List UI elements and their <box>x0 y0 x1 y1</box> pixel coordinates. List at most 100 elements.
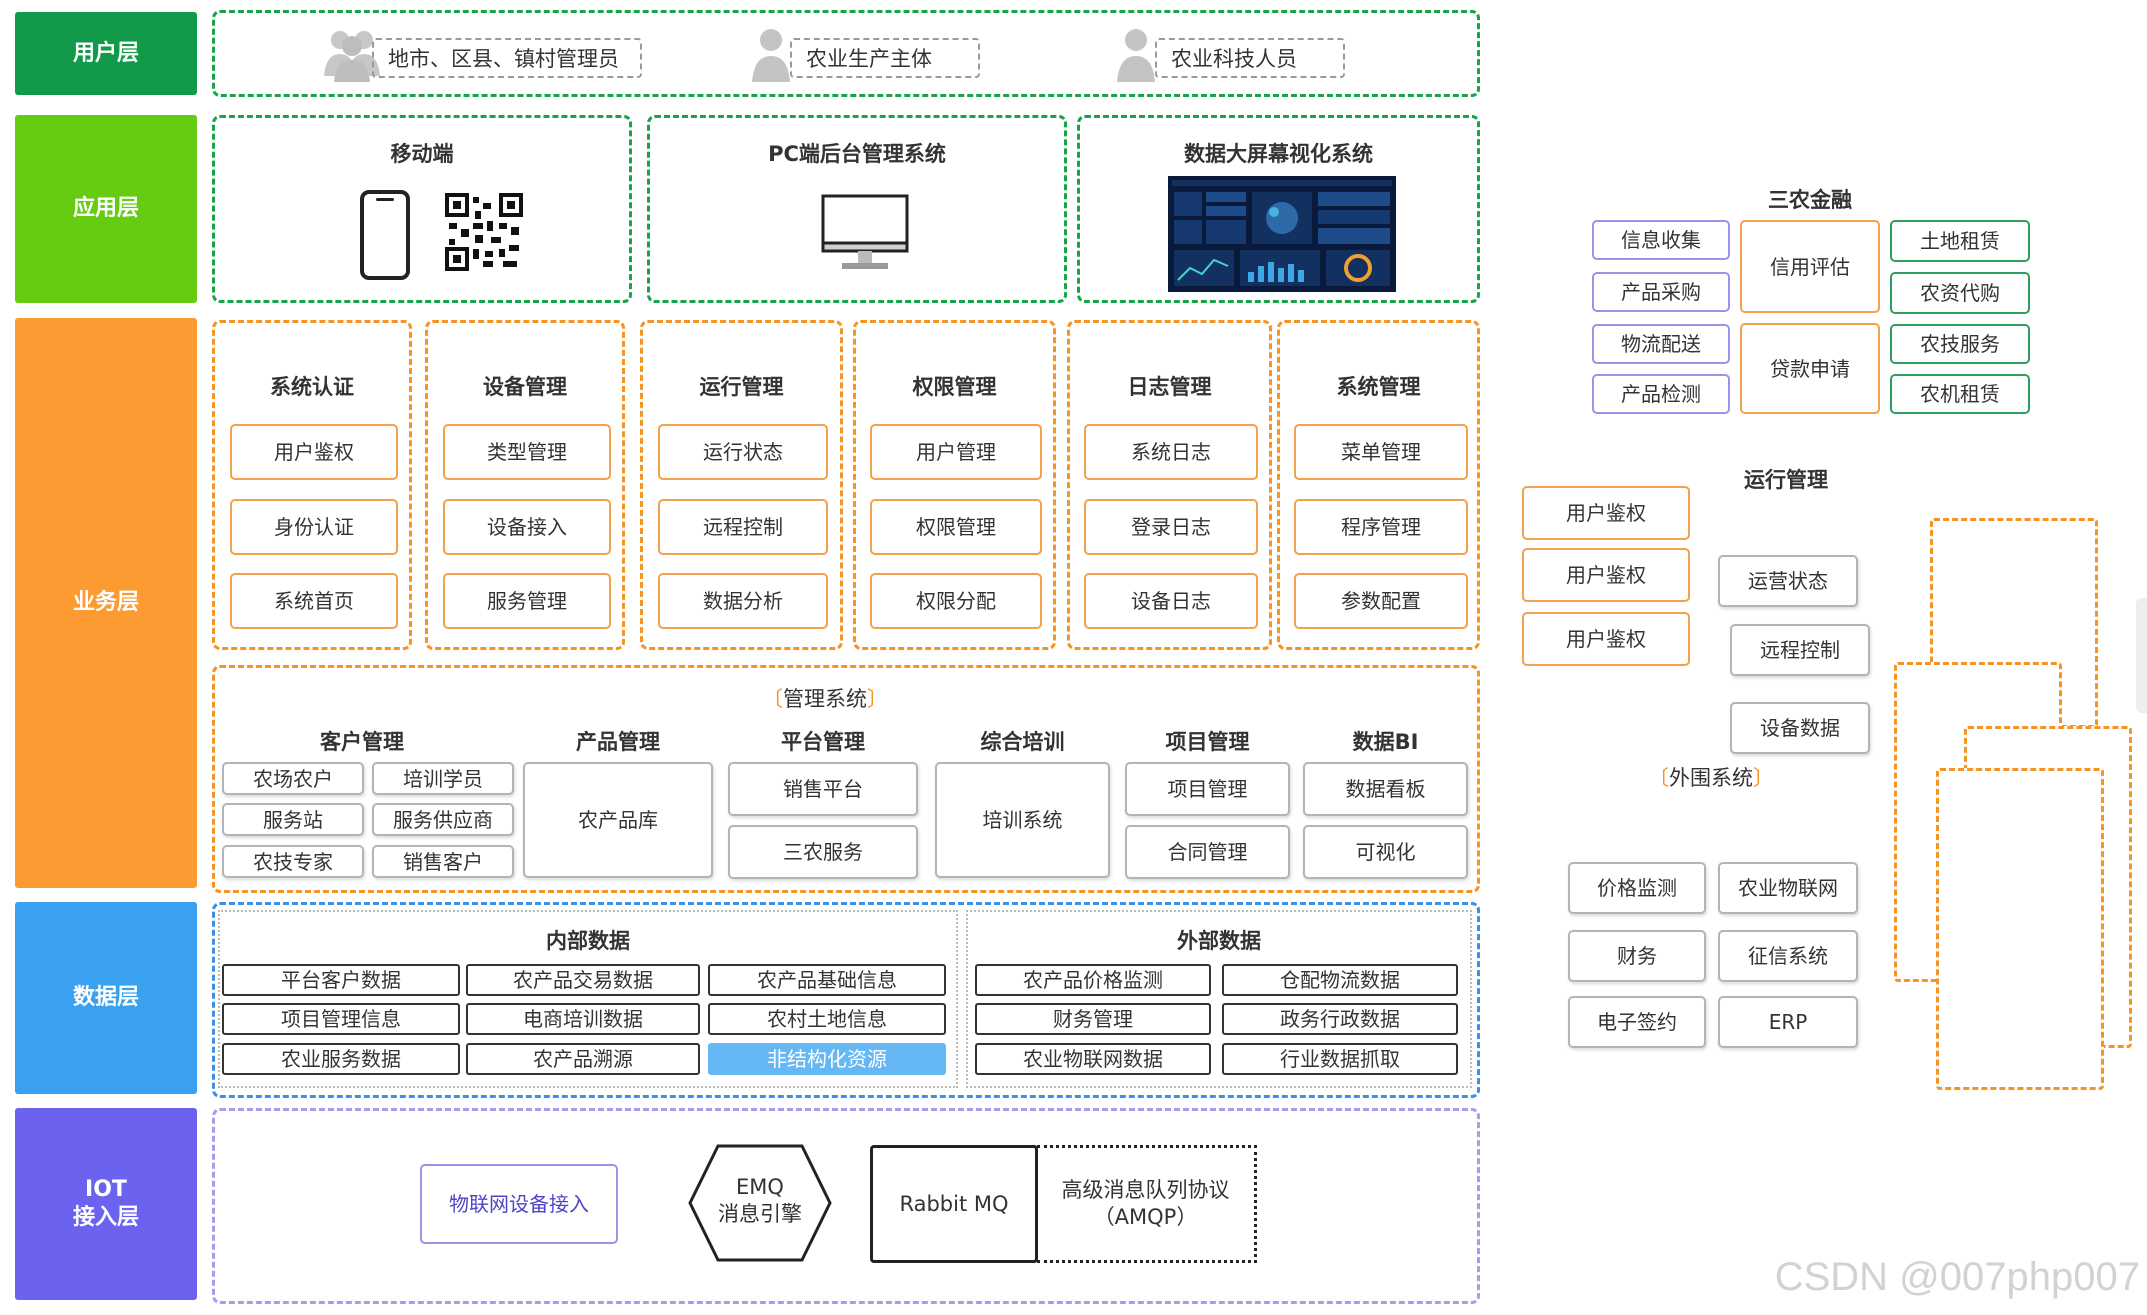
layer-label-data: 数据层 <box>15 902 197 1094</box>
external-data-item[interactable]: 行业数据抓取 <box>1222 1043 1458 1075</box>
finance-left-item[interactable]: 产品检测 <box>1592 374 1730 414</box>
finance-center-item[interactable]: 贷款申请 <box>1740 323 1880 414</box>
module-item[interactable]: 身份认证 <box>230 499 398 555</box>
module-box-log: 日志管理 系统日志 登录日志 设备日志 <box>1067 320 1272 650</box>
amqp-line1: 高级消息队列协议 <box>1061 1178 1230 1202</box>
external-data-item[interactable]: 财务管理 <box>975 1003 1211 1035</box>
external-sys-label-text: 外围系统 <box>1669 766 1753 790</box>
ops-left-item[interactable]: 用户鉴权 <box>1522 548 1690 602</box>
internal-data-item[interactable]: 农产品交易数据 <box>466 964 700 996</box>
product-title: 产品管理 <box>576 730 660 754</box>
external-sys-item[interactable]: 电子签约 <box>1568 996 1706 1048</box>
internal-data-item[interactable]: 项目管理信息 <box>222 1003 460 1035</box>
module-item[interactable]: 登录日志 <box>1084 499 1258 555</box>
amqp-box[interactable]: 高级消息队列协议 （AMQP） <box>1037 1145 1257 1263</box>
external-sys-item[interactable]: ERP <box>1718 996 1858 1048</box>
module-item[interactable]: 菜单管理 <box>1294 424 1468 480</box>
dashboard-screenshot <box>1168 176 1396 292</box>
finance-title: 三农金融 <box>1768 188 1852 212</box>
internal-data-item[interactable]: 电商培训数据 <box>466 1003 700 1035</box>
internal-data-item-highlight[interactable]: 非结构化资源 <box>708 1043 946 1075</box>
module-item[interactable]: 远程控制 <box>658 499 828 555</box>
module-box-auth: 系统认证 用户鉴权 身份认证 系统首页 <box>212 320 412 650</box>
user-item-producer: 农业生产主体 <box>750 26 980 82</box>
training-item[interactable]: 培训系统 <box>935 762 1110 878</box>
rabbit-mq-box[interactable]: Rabbit MQ <box>870 1145 1038 1263</box>
ops-left-item[interactable]: 用户鉴权 <box>1522 486 1690 540</box>
external-data-item[interactable]: 仓配物流数据 <box>1222 964 1458 996</box>
internal-data-item[interactable]: 农村土地信息 <box>708 1003 946 1035</box>
module-item[interactable]: 设备日志 <box>1084 573 1258 629</box>
module-item[interactable]: 用户鉴权 <box>230 424 398 480</box>
module-item[interactable]: 类型管理 <box>443 424 611 480</box>
module-item[interactable]: 设备接入 <box>443 499 611 555</box>
project-item[interactable]: 项目管理 <box>1125 762 1290 816</box>
module-item[interactable]: 系统日志 <box>1084 424 1258 480</box>
amqp-line2: （AMQP） <box>1093 1205 1198 1229</box>
layer-label-business: 业务层 <box>15 318 197 888</box>
finance-right-item[interactable]: 农机租赁 <box>1890 374 2030 414</box>
ops-right-item[interactable]: 设备数据 <box>1730 702 1870 754</box>
customer-item[interactable]: 销售客户 <box>372 845 514 878</box>
internal-data-item[interactable]: 平台客户数据 <box>222 964 460 996</box>
external-sys-item[interactable]: 财务 <box>1568 930 1706 982</box>
module-item[interactable]: 数据分析 <box>658 573 828 629</box>
scroll-edge <box>2136 598 2147 713</box>
bi-item[interactable]: 可视化 <box>1303 825 1468 879</box>
platform-title: 平台管理 <box>781 730 865 754</box>
emq-hexagon <box>688 1144 832 1262</box>
external-sys-item[interactable]: 农业物联网 <box>1718 862 1858 914</box>
project-title: 项目管理 <box>1165 730 1250 754</box>
user-icon <box>1117 29 1155 82</box>
finance-right-item[interactable]: 农资代购 <box>1890 272 2030 314</box>
finance-left-item[interactable]: 信息收集 <box>1592 220 1730 260</box>
module-title: 设备管理 <box>483 375 567 399</box>
module-item[interactable]: 权限分配 <box>870 573 1042 629</box>
external-data-item[interactable]: 农业物联网数据 <box>975 1043 1211 1075</box>
module-item[interactable]: 参数配置 <box>1294 573 1468 629</box>
finance-left-item[interactable]: 物流配送 <box>1592 324 1730 364</box>
external-data-item[interactable]: 政务行政数据 <box>1222 1003 1458 1035</box>
module-title: 权限管理 <box>912 375 997 399</box>
layer-label-user: 用户层 <box>15 12 197 95</box>
app-pc-title: PC端后台管理系统 <box>768 142 946 166</box>
finance-right-item[interactable]: 农技服务 <box>1890 324 2030 364</box>
project-item[interactable]: 合同管理 <box>1125 825 1290 879</box>
external-sys-item[interactable]: 征信系统 <box>1718 930 1858 982</box>
internal-data-title: 内部数据 <box>546 929 630 953</box>
external-sys-item[interactable]: 价格监测 <box>1568 862 1706 914</box>
module-item[interactable]: 权限管理 <box>870 499 1042 555</box>
internal-data-item[interactable]: 农产品基础信息 <box>708 964 946 996</box>
module-item[interactable]: 服务管理 <box>443 573 611 629</box>
module-title: 系统认证 <box>270 375 354 399</box>
customer-item[interactable]: 农技专家 <box>222 845 364 878</box>
finance-center-item[interactable]: 信用评估 <box>1740 220 1880 313</box>
ops-left-item[interactable]: 用户鉴权 <box>1522 612 1690 666</box>
finance-left-item[interactable]: 产品采购 <box>1592 272 1730 312</box>
platform-item[interactable]: 销售平台 <box>728 762 918 816</box>
user-icon <box>752 29 790 82</box>
module-item[interactable]: 程序管理 <box>1294 499 1468 555</box>
ops-right-item[interactable]: 运营状态 <box>1718 555 1858 607</box>
module-item[interactable]: 系统首页 <box>230 573 398 629</box>
ops-right-item[interactable]: 远程控制 <box>1730 624 1870 676</box>
iot-device-access[interactable]: 物联网设备接入 <box>420 1164 618 1244</box>
monitor-icon <box>821 194 909 269</box>
iot-label-line2: 接入层 <box>72 1205 139 1230</box>
customer-item[interactable]: 服务站 <box>222 803 364 836</box>
customer-item[interactable]: 培训学员 <box>372 762 514 795</box>
bi-item[interactable]: 数据看板 <box>1303 762 1468 816</box>
customer-item[interactable]: 农场农户 <box>222 762 364 795</box>
platform-item[interactable]: 三农服务 <box>728 825 918 879</box>
external-data-item[interactable]: 农产品价格监测 <box>975 964 1211 996</box>
module-item[interactable]: 运行状态 <box>658 424 828 480</box>
module-item[interactable]: 用户管理 <box>870 424 1042 480</box>
product-item[interactable]: 农产品库 <box>523 762 713 878</box>
customer-item[interactable]: 服务供应商 <box>372 803 514 836</box>
internal-data-item[interactable]: 农产品溯源 <box>466 1043 700 1075</box>
app-mobile-box: 移动端 <box>212 115 632 303</box>
internal-data-item[interactable]: 农业服务数据 <box>222 1043 460 1075</box>
training-title: 综合培训 <box>980 730 1065 754</box>
finance-right-item[interactable]: 土地租赁 <box>1890 220 2030 262</box>
watermark: CSDN @007php007 <box>1774 1255 2140 1299</box>
